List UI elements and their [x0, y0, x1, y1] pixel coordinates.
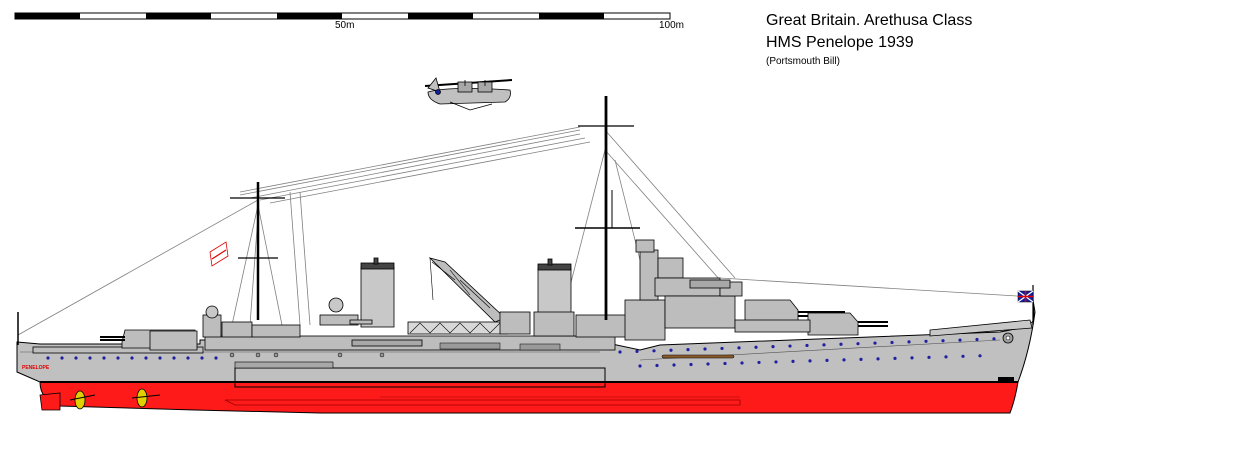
porthole: [757, 360, 761, 365]
porthole: [941, 339, 945, 343]
porthole: [635, 349, 639, 354]
porthole: [638, 364, 642, 368]
porthole: [893, 356, 897, 360]
porthole: [740, 361, 744, 365]
ship-name-title: HMS Penelope 1939: [766, 34, 914, 51]
scale-bar: [14, 12, 671, 20]
seaplane: [424, 77, 513, 111]
scale-label-50: 50m: [335, 20, 355, 31]
porthole: [669, 348, 673, 352]
porthole: [689, 362, 693, 367]
porthole: [116, 356, 120, 360]
propellers: [39, 388, 161, 411]
porthole: [158, 356, 162, 360]
porthole: [958, 338, 962, 342]
scale-label-100: 100m: [659, 20, 685, 31]
porthole: [791, 359, 795, 364]
porthole: [186, 356, 190, 360]
porthole: [200, 356, 204, 360]
porthole: [703, 347, 707, 351]
porthole: [825, 358, 829, 362]
porthole: [842, 358, 846, 362]
porthole: [822, 343, 826, 347]
porthole: [788, 344, 792, 348]
porthole: [771, 345, 775, 349]
ensign-flag: [209, 241, 229, 267]
porthole: [839, 342, 843, 346]
porthole: [907, 340, 911, 344]
porthole: [808, 359, 812, 363]
porthole: [910, 356, 914, 360]
stern-name: PENELOPE: [22, 365, 50, 371]
porthole: [805, 343, 809, 348]
portholes: [46, 337, 996, 368]
porthole: [720, 346, 724, 351]
porthole: [723, 361, 727, 366]
porthole: [890, 340, 894, 345]
porthole: [172, 356, 176, 360]
porthole: [873, 341, 877, 345]
porthole: [706, 362, 710, 366]
porthole: [961, 354, 965, 358]
credit-text: (Portsmouth Bill): [766, 56, 840, 67]
jack-flag: [1017, 290, 1034, 303]
porthole: [978, 354, 982, 358]
rigging: [17, 126, 1034, 336]
porthole: [74, 356, 78, 360]
porthole: [60, 356, 64, 360]
porthole: [214, 356, 218, 360]
masts: [17, 96, 1034, 345]
porthole: [992, 337, 996, 341]
porthole: [876, 357, 880, 361]
porthole: [754, 345, 758, 349]
porthole: [144, 356, 148, 360]
porthole: [672, 363, 676, 367]
porthole: [618, 350, 622, 354]
porthole: [856, 342, 860, 346]
porthole: [944, 355, 948, 359]
porthole: [102, 356, 106, 360]
porthole: [859, 357, 863, 361]
class-title: Great Britain. Arethusa Class: [766, 12, 973, 29]
porthole: [927, 355, 931, 359]
porthole: [774, 360, 778, 364]
porthole: [88, 356, 92, 360]
porthole: [686, 348, 690, 352]
deck-details: [229, 342, 561, 358]
porthole: [655, 363, 659, 368]
porthole: [975, 337, 979, 342]
porthole: [46, 356, 50, 360]
porthole: [737, 346, 741, 350]
porthole: [130, 356, 134, 360]
porthole: [924, 339, 928, 343]
superstructure: [32, 239, 1033, 354]
porthole: [652, 349, 656, 353]
